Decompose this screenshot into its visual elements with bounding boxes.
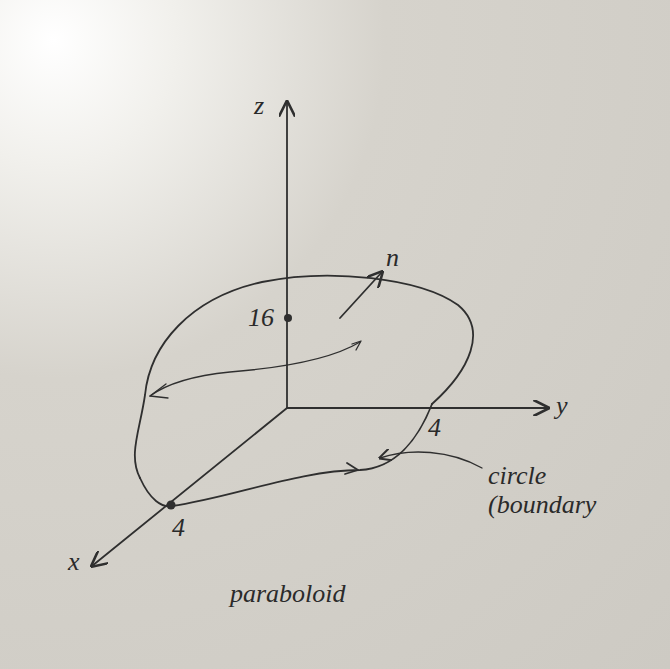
inner-arc-arrow (352, 341, 361, 350)
axis-label: z (254, 92, 264, 121)
boundary-arrow (345, 463, 358, 474)
paraboloid-outline (135, 276, 473, 478)
value-label: 4 (428, 414, 441, 443)
vector-label: n (386, 244, 399, 273)
note-label: paraboloid (230, 580, 346, 609)
z-axis (286, 102, 288, 408)
note-label: circle (boundary (488, 462, 638, 519)
point-dot (167, 501, 176, 510)
leader-line (380, 452, 482, 468)
inner-arc (150, 342, 360, 396)
normal-vector (340, 272, 382, 318)
value-label: 16 (248, 304, 274, 333)
inner-arc-arrow (150, 384, 168, 398)
y-axis (287, 407, 548, 409)
axis-label: y (556, 392, 568, 421)
point-dot (284, 314, 292, 322)
axis-label: x (68, 548, 80, 577)
value-label: 4 (172, 514, 185, 543)
